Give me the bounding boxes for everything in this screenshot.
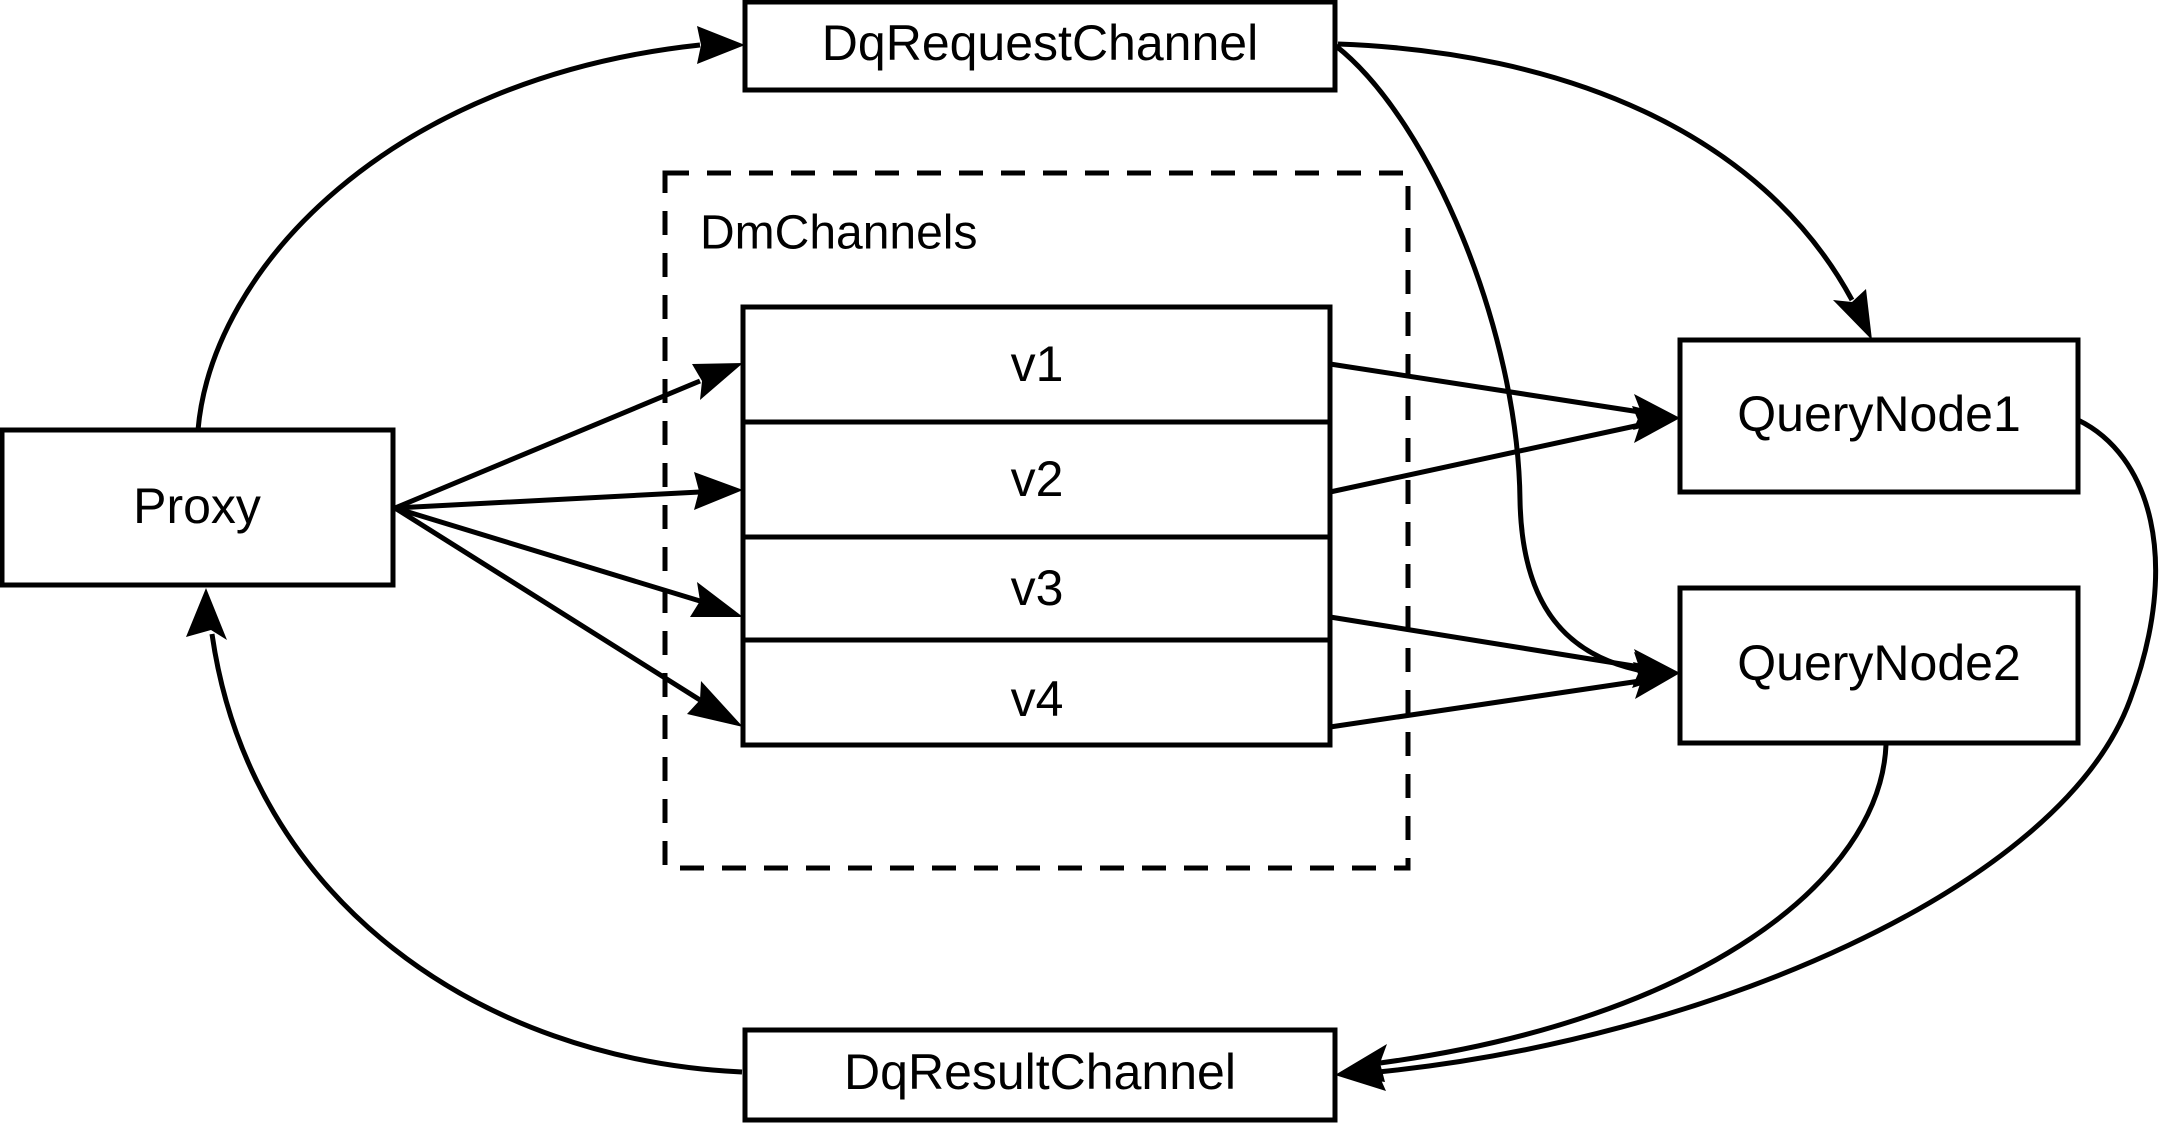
dq-result-channel-box[interactable] <box>742 1027 1338 1123</box>
arrowhead-icon <box>186 588 227 640</box>
node-dq-request-channel[interactable]: DqRequestChannel <box>742 0 1338 93</box>
channel-row-v2[interactable]: v2 <box>1011 451 1064 507</box>
channel-row-v4[interactable]: v4 <box>1011 671 1064 727</box>
query-node-1-label: QueryNode1 <box>1737 386 2021 442</box>
arrowhead-icon <box>1632 652 1680 688</box>
edge-proxy-to-v2 <box>394 472 743 511</box>
arrowhead-icon <box>697 26 745 64</box>
channel-stack-border <box>740 304 1333 748</box>
proxy-box[interactable] <box>0 427 396 588</box>
channel-row-v3[interactable]: v3 <box>1011 560 1064 616</box>
arrowhead-icon <box>694 472 743 510</box>
node-query-node-1[interactable]: QueryNode1 <box>1677 337 2081 495</box>
query-node-2-box[interactable] <box>1677 585 2081 746</box>
edge-v3-to-querynode2 <box>1329 614 1680 685</box>
node-dq-result-channel[interactable]: DqResultChannel <box>742 1027 1338 1123</box>
edge-v2-to-querynode1 <box>1329 406 1680 495</box>
edge-dqrequestchannel-to-querynode2 <box>1334 44 1680 688</box>
arrowhead-icon <box>1833 289 1872 340</box>
edge-dqresultchannel-to-proxy <box>186 588 743 1075</box>
dq-request-channel-label: DqRequestChannel <box>822 15 1258 71</box>
query-node-1-box[interactable] <box>1677 337 2081 495</box>
arrowhead-icon <box>690 582 743 617</box>
edge-proxy-to-dqrequestchannel <box>195 26 745 431</box>
arrowhead-icon <box>1335 1044 1387 1082</box>
arrowhead-icon <box>1632 406 1680 443</box>
edge-querynode1-to-dqresultchannel <box>1335 417 2159 1091</box>
dmchannels-group: DmChannels <box>662 170 1411 871</box>
query-node-2-label: QueryNode2 <box>1737 635 2021 691</box>
edge-querynode2-to-dqresultchannel <box>1335 744 1889 1082</box>
dmchannels-border <box>662 170 1411 871</box>
edge-proxy-to-v3 <box>394 505 743 617</box>
channel-row-v1[interactable]: v1 <box>1011 336 1064 392</box>
node-proxy[interactable]: Proxy <box>0 427 396 588</box>
node-query-node-2[interactable]: QueryNode2 <box>1677 585 2081 746</box>
dmchannels-label: DmChannels <box>700 207 977 260</box>
edge-dqrequestchannel-to-querynode1 <box>1337 41 1872 340</box>
arrowhead-icon <box>692 363 743 400</box>
channel-stack: v1 v2 v3 v4 <box>740 304 1333 748</box>
edge-v4-to-querynode2 <box>1329 662 1680 730</box>
edge-proxy-to-v1 <box>394 363 743 511</box>
arrowhead-icon <box>687 681 743 727</box>
dq-result-channel-label: DqResultChannel <box>844 1044 1236 1100</box>
edge-proxy-to-v4 <box>393 505 743 727</box>
proxy-label: Proxy <box>133 478 261 534</box>
dq-request-channel-box[interactable] <box>742 0 1338 93</box>
